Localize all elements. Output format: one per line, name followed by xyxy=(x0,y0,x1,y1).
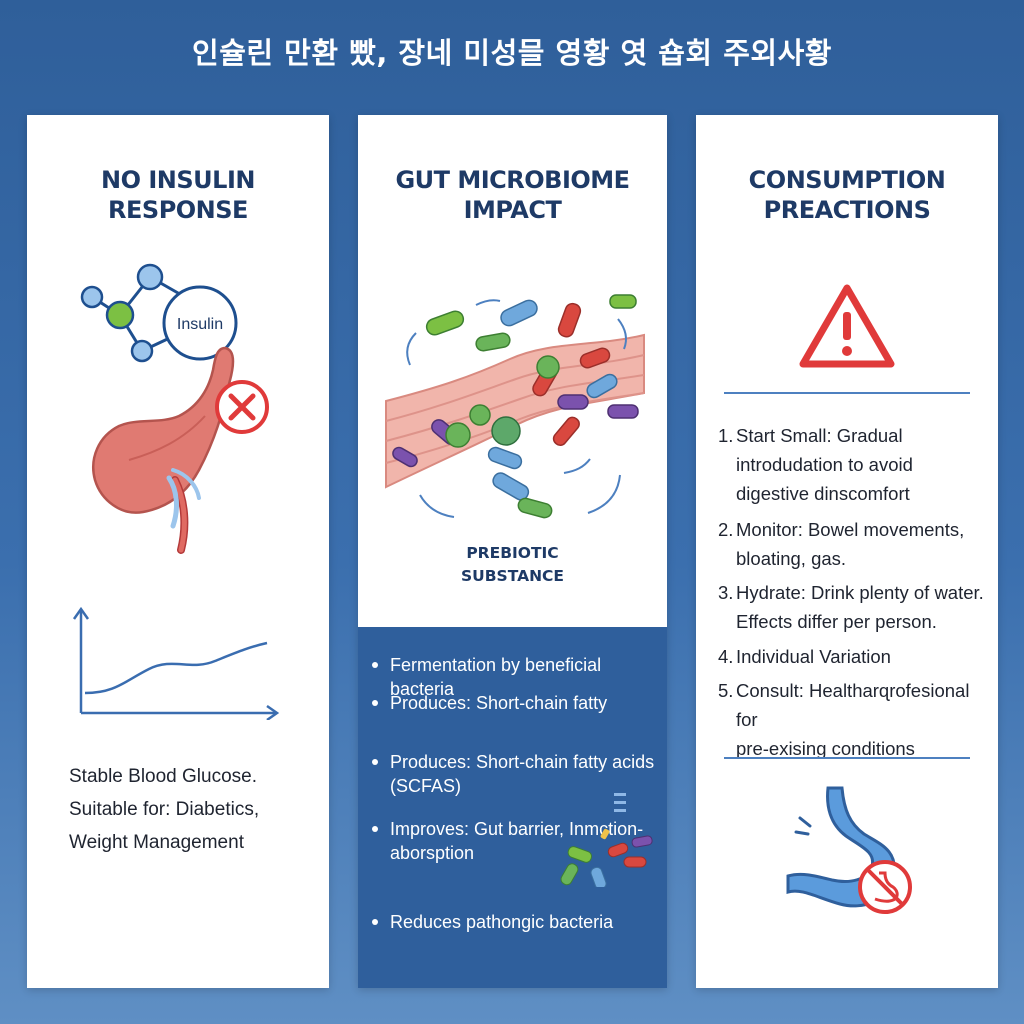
list-item-text: Produces: Short-chain fatty xyxy=(390,693,608,713)
cycle-arrows-icon xyxy=(406,299,627,518)
bullet-icon xyxy=(372,759,378,765)
panel-heading-line: NO INSULIN xyxy=(101,166,255,194)
step-number: 2. xyxy=(718,519,734,540)
divider xyxy=(724,757,970,759)
bullet-icon xyxy=(372,662,378,668)
divider xyxy=(724,392,970,394)
bacteria-cluster-icon xyxy=(560,793,653,887)
panel-heading-line: PREACTIONS xyxy=(763,196,931,224)
list-item-text: Fermentation by beneficial bacteria xyxy=(390,655,602,699)
list-item-text: Improves: Gut barrier, Inmction- xyxy=(390,819,644,839)
list-item-text: Reduces pathongic bacteria xyxy=(390,912,614,932)
panel-heading-line: CONSUMPTION xyxy=(748,166,946,194)
step-text: Start Small: Gradual xyxy=(736,425,903,446)
step-text: Hydrate: Drink plenty of water. xyxy=(736,582,984,603)
intestine-bacteria-icon xyxy=(385,294,645,519)
step-text: Consult: Healtharɋrofesional for xyxy=(736,680,970,730)
step-text: Monitor: Bowel movements, xyxy=(736,519,965,540)
step-text: introdudation to avoid xyxy=(736,454,913,475)
bullet-icon xyxy=(372,826,378,832)
step-number: 4. xyxy=(718,646,734,667)
prebiotic-label-line: SUBSTANCE xyxy=(460,567,565,585)
text-line: Stable Blood Glucose. xyxy=(69,766,258,787)
molecule-icon: Insulin xyxy=(80,263,238,363)
panel-heading: CONSUMPTION PREACTIONS xyxy=(696,165,998,225)
panel-consumption-precautions: CONSUMPTION PREACTIONS 1. Start Small: G… xyxy=(696,115,998,988)
pancreas-icon xyxy=(92,346,235,554)
step-number: 5. xyxy=(718,680,734,701)
list-item-text: aborsption xyxy=(390,843,475,863)
insulin-label: Insulin xyxy=(177,316,223,333)
text-line: Suitable for: Diabetics, xyxy=(69,799,260,820)
bullet-icon xyxy=(372,700,378,706)
step-number: 1. xyxy=(718,425,734,446)
panel-heading-line: IMPACT xyxy=(463,196,562,224)
panel-heading: NO INSULIN RESPONSE xyxy=(27,165,329,225)
glucose-chart-icon xyxy=(72,606,280,720)
bullet-icon xyxy=(372,919,378,925)
warning-icon xyxy=(799,284,895,368)
text-line: Weight Management xyxy=(69,832,244,853)
step-text: bloating, gas. xyxy=(736,548,847,569)
panel-no-insulin-response: NO INSULIN RESPONSE Insulin xyxy=(27,115,329,988)
step-text: digestive dinscomfort xyxy=(736,483,910,504)
stomach-discomfort-icon xyxy=(858,860,912,914)
list-item-text: (SCFAS) xyxy=(390,776,462,796)
step-number: 3. xyxy=(718,582,734,603)
step-text: Effects differ per person. xyxy=(736,611,937,632)
panel-gut-microbiome-impact: GUT MICROBIOME IMPACT xyxy=(358,115,667,988)
panel-heading-line: GUT MICROBIOME xyxy=(395,166,630,194)
page-title: 인슐린 만환 빴, 장네 미성믈 영황 엿 숍회 주외사황 xyxy=(192,36,832,70)
no-response-icon xyxy=(215,380,269,434)
panel-heading-line: RESPONSE xyxy=(108,196,248,224)
list-item-text: Produces: Short-chain fatty acids xyxy=(390,752,655,772)
benefits-box: Fermentation by beneficial bacteria Prod… xyxy=(358,627,667,988)
prebiotic-label: PREBIOTIC SUBSTANCE xyxy=(358,542,667,588)
panel-text: Stable Blood Glucose. Suitable for: Diab… xyxy=(69,760,324,859)
panel-heading: GUT MICROBIOME IMPACT xyxy=(358,165,667,225)
step-text: pre-exising conditions xyxy=(736,738,915,759)
prebiotic-label-line: PREBIOTIC xyxy=(466,544,559,562)
step-text: Individual Variation xyxy=(736,646,891,667)
